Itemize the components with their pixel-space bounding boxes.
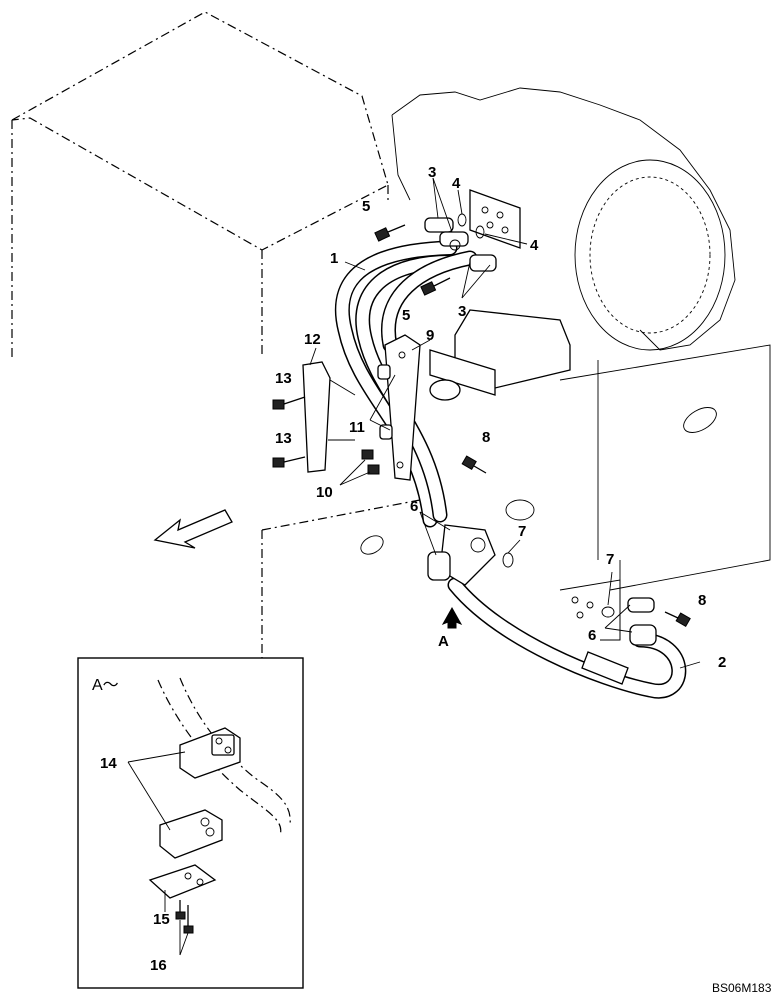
bolts-5 (374, 224, 451, 296)
view-a-arrow (441, 606, 463, 629)
callout-9: 9 (426, 327, 434, 344)
callout-13-lower: 13 (275, 430, 292, 447)
bolts-8 (461, 455, 691, 628)
callout-labels: 1 2 3 3 4 4 5 5 6 6 7 7 8 8 9 10 11 12 1… (275, 164, 726, 671)
cab-outline (11, 11, 389, 360)
callout-6-right: 6 (588, 627, 596, 644)
callout-2: 2 (718, 654, 726, 671)
clamp-lower-14 (159, 809, 223, 859)
callout-8-right: 8 (698, 592, 706, 609)
pump-body (429, 189, 571, 401)
plate-15 (148, 864, 217, 899)
drawing-code: BS06M183 (712, 981, 772, 995)
clamp-plate-9 (384, 334, 421, 481)
clamp-12 (302, 361, 356, 473)
callout-14: 14 (100, 755, 117, 772)
screws-16 (175, 900, 194, 934)
callout-3-lower: 3 (458, 303, 466, 320)
callout-10: 10 (316, 484, 333, 501)
bolts-13 (272, 396, 306, 468)
callout-5-upper: 5 (362, 198, 370, 215)
callout-4-upper: 4 (452, 175, 461, 192)
o-rings-7 (502, 552, 615, 618)
detail-title: A～ (92, 677, 119, 694)
lower-flanges-6 (427, 524, 657, 646)
bolts-10 (361, 449, 380, 475)
detail-view-a: A～ 14 15 16 (77, 657, 304, 989)
callout-7-right: 7 (606, 551, 614, 568)
clamp-11 (377, 364, 393, 440)
view-a-label: A (438, 633, 449, 650)
frame-outline (261, 344, 771, 660)
callout-1: 1 (330, 250, 338, 267)
callout-7-left: 7 (518, 523, 526, 540)
upper-flanges-3 (424, 217, 497, 272)
callout-6-left: 6 (410, 498, 418, 515)
callout-3-upper: 3 (428, 164, 436, 181)
callout-12: 12 (304, 331, 321, 348)
callout-16: 16 (150, 957, 167, 974)
leader-lines (309, 177, 701, 669)
front-direction-arrow (153, 509, 233, 549)
callout-4-lower: 4 (530, 237, 539, 254)
callout-11: 11 (349, 419, 365, 436)
callout-8-left: 8 (482, 429, 490, 446)
clamp-upper-14 (179, 727, 241, 779)
callout-5-lower: 5 (402, 307, 410, 324)
engine-outline (391, 87, 736, 351)
callout-15: 15 (153, 911, 170, 928)
callout-13-upper: 13 (275, 370, 292, 387)
hose-2 (447, 577, 687, 699)
